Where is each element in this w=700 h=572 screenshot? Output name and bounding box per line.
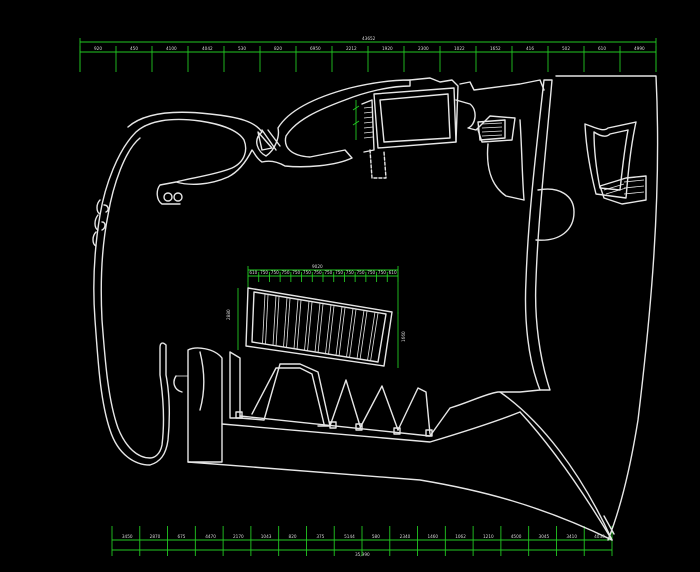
stair-tread-nosing (359, 311, 368, 360)
bottom-segment-label: 4030 (594, 534, 605, 539)
bottom-total-dimension: 35,990 (355, 552, 370, 557)
stair-tread (262, 293, 266, 344)
bottom-segment-label: 580 (372, 534, 380, 539)
bottom-segment-label: 3045 (539, 534, 550, 539)
stair-tread (283, 297, 288, 348)
stair-segment-label: 750 (303, 270, 311, 275)
bottom-segment-label: 1043 (261, 534, 272, 539)
stair-segment-label: 750 (357, 270, 365, 275)
stair-left-height: 2880 (226, 309, 231, 320)
stair-tread (325, 304, 332, 354)
bottom-segment-label: 1210 (483, 534, 494, 539)
stair-segment-label: 750 (271, 270, 279, 275)
top-segment-label: 610 (598, 46, 606, 51)
top-segment-label: 530 (238, 46, 246, 51)
top-segment-label: 4990 (634, 46, 645, 51)
stair-tread-nosing (296, 300, 302, 350)
stair-total-dimension: 9020 (312, 264, 323, 269)
stair-tread-nosing (265, 294, 269, 345)
stair-segment-label: 610 (389, 270, 397, 275)
bottom-segment-label: 1460 (427, 534, 438, 539)
top-segment-label: 4100 (166, 46, 177, 51)
bottom-segment-label: 3450 (122, 534, 133, 539)
east-outer-boundary (555, 75, 659, 541)
top-segment-label: 1920 (382, 46, 393, 51)
top-segment-marks: 920 450 4100 4042 530 820 6950 2212 1920 2300 1022… (79, 46, 657, 72)
south-wall-openings (173, 347, 615, 541)
stair-segment-label: 750 (292, 270, 300, 275)
bottom-segment-label: 375 (316, 534, 324, 539)
bottom-segment-label: 1062 (455, 534, 466, 539)
stair-segment-label: 610 (249, 270, 257, 275)
bottom-segment-label: 2170 (233, 534, 244, 539)
bottom-segment-label: 2340 (400, 534, 411, 539)
stair-segment-label: 750 (282, 270, 290, 275)
stair-tread (293, 299, 299, 349)
top-segment-label: 2212 (346, 46, 357, 51)
stair-tread-nosing (349, 309, 357, 359)
west-wall-niches (92, 199, 109, 247)
stair-treads (262, 293, 379, 362)
bottom-segment-label: 4500 (511, 534, 522, 539)
bottom-segment-label: 3410 (566, 534, 577, 539)
bottom-segment-label: 5144 (344, 534, 355, 539)
east-chapel-outline (584, 121, 637, 199)
bottom-dimension-chain: 35,990 3450 2870 675 4470 2170 1043 820 375 5144… (111, 526, 613, 557)
stair-tread (356, 310, 365, 359)
stair-segment-label: 750 (346, 270, 354, 275)
stair-segment-label: 750 (314, 270, 322, 275)
top-segment-label: 4042 (202, 46, 213, 51)
top-segment-label: 6950 (310, 46, 321, 51)
stair-tread (304, 301, 310, 351)
bottom-segment-label: 4470 (205, 534, 216, 539)
bottom-segment-label: 2870 (150, 534, 161, 539)
west-curved-wall (93, 79, 411, 466)
top-segment-label: 450 (130, 46, 138, 51)
north-stair-steps (363, 106, 374, 139)
stair-tread-nosing (317, 303, 324, 354)
north-east-tower (455, 79, 545, 201)
top-segment-label: 820 (274, 46, 282, 51)
east-thick-wall (524, 79, 553, 391)
north-building-block (352, 77, 459, 179)
stair-tread-nosing (275, 296, 280, 347)
top-segment-label: 2300 (418, 46, 429, 51)
stair-tread-nosing (307, 302, 313, 352)
top-segment-label: 1652 (490, 46, 501, 51)
top-dimension-chain: 43652 920 450 4100 4042 530 820 6950 2212 1920 23… (79, 36, 657, 72)
stair-tread-nosing (370, 313, 379, 362)
column-circle-1 (163, 192, 173, 202)
top-segment-label: 502 (562, 46, 570, 51)
east-wall-bulge (535, 188, 575, 241)
top-segment-label: 920 (94, 46, 102, 51)
top-segment-label: 416 (526, 46, 534, 51)
stair-tread-nosing (328, 305, 335, 355)
column-circle-2 (173, 192, 183, 202)
top-segment-label: 1022 (454, 46, 465, 51)
stair-segment-label: 750 (260, 270, 268, 275)
stair-right-height: 1660 (401, 331, 406, 342)
top-total-dimension: 43652 (362, 36, 376, 41)
stair-tread (272, 295, 277, 346)
bottom-segment-marks: 3450 2870 675 4470 2170 1043 820 375 5144 580 2340… (111, 526, 613, 556)
wall-joint-detail (257, 129, 281, 151)
bottom-segment-label: 820 (289, 534, 297, 539)
stair-tread (314, 302, 321, 353)
stair-tread-nosing (338, 307, 346, 357)
stair-tread (335, 306, 343, 356)
stair-segment-label: 750 (367, 270, 375, 275)
stair-segment-label: 750 (324, 270, 332, 275)
stair-segment-label: 750 (335, 270, 343, 275)
stair-tread-nosing (286, 298, 291, 349)
stair-tread (367, 312, 376, 361)
east-chapel-stair (599, 175, 647, 205)
bottom-segment-label: 675 (177, 534, 185, 539)
stair-tread (346, 308, 354, 358)
stair-segment-label: 750 (378, 270, 386, 275)
